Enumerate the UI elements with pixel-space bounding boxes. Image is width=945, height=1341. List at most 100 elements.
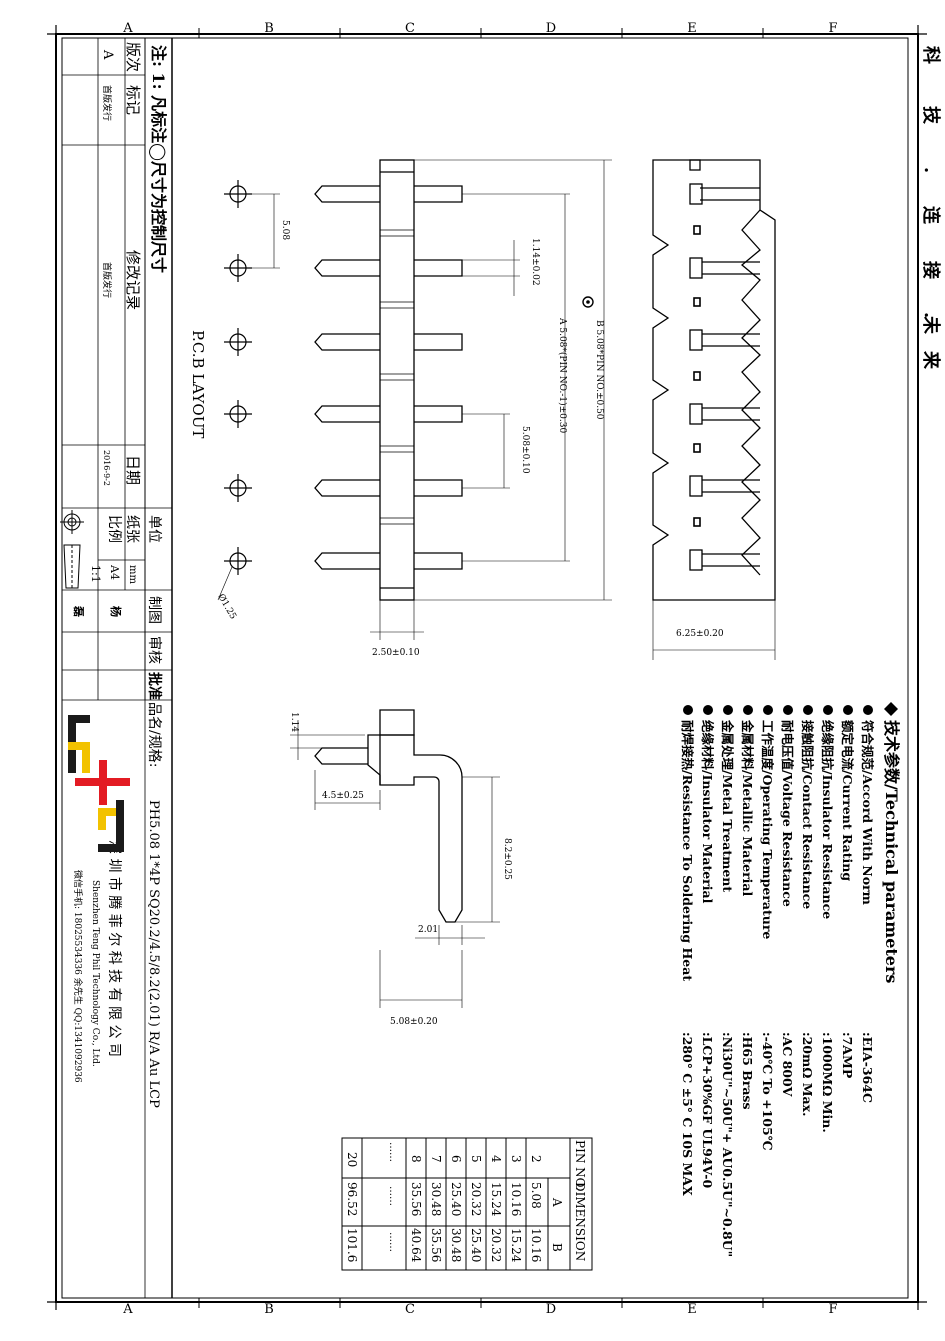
check-value: 磊 (72, 605, 85, 617)
zone-d-top: D (546, 21, 556, 36)
rev-version: A (100, 49, 115, 60)
dim-b-label: B 5.08*PIN NO.±0.50 (594, 320, 604, 420)
drawn-value: 杨 (109, 606, 123, 617)
rev-record: 首版发行 (101, 262, 113, 298)
zone-labels-top: A B C D E F (122, 21, 837, 36)
hole-dia-label: Ø1.25 (215, 592, 238, 621)
side-pin2-label: 2.01 (418, 925, 438, 935)
scale-value: 1:1 (89, 565, 102, 583)
paper-value: A4 (108, 564, 121, 580)
zone-b-top: B (264, 21, 274, 36)
side-view-text: 1.14 4.5±0.25 8.2±0.25 2.01 5.08±0.20 (289, 712, 512, 1027)
zone-f-top: F (828, 21, 837, 36)
dimension-table (341, 1137, 593, 1271)
table-col-b: B (550, 1243, 564, 1252)
zone-ticks (198, 28, 764, 1308)
tech-heading: 技术参数/Technical parameters (882, 720, 901, 983)
pcb-dims (217, 193, 280, 601)
tech-label: 额定电流/Current Rating (840, 720, 855, 881)
side-view (314, 709, 463, 923)
table-cell: 10.16 (529, 1228, 543, 1262)
table-cell: 30.48 (429, 1182, 443, 1216)
tech-label: 绝缘材料/Insulator Material (700, 720, 715, 904)
company-logo (68, 715, 130, 852)
tech-value: :280° C ±5° C 10S MAX (680, 1032, 695, 1196)
table-cell: 4 (489, 1155, 503, 1163)
tech-label: 绝缘阻抗/Insulator Resistance (820, 720, 835, 919)
zone-d-bottom: D (546, 1302, 556, 1317)
company-en: Shenzhen Teng Phil Technology Co., Ltd. (90, 880, 100, 1067)
rev-header-date: 日期 (124, 455, 142, 485)
zone-e-bottom: E (687, 1302, 697, 1317)
table-cell: 25.40 (449, 1182, 463, 1216)
slogan-char: 来 (920, 350, 941, 370)
table-header: DIMENSION (573, 1182, 587, 1261)
housing-depth-label: 6.25±0.20 (676, 629, 724, 639)
tech-label: 接触阻抗/Contact Resistance (800, 720, 815, 909)
contact-text: 微信手机: 18025534336 余先生 QQ:1341092936 (72, 870, 84, 1083)
slogan-char: 科 (920, 46, 942, 64)
tech-label: 符合规范/Accord With Norm (860, 720, 875, 905)
tech-value: :7AMP (840, 1032, 855, 1079)
table-cell: 35.56 (409, 1182, 423, 1216)
zone-e-top: E (687, 21, 697, 36)
table-cell: 35.56 (429, 1228, 443, 1262)
table-cell: 96.52 (345, 1182, 359, 1216)
table-cell: 6 (449, 1155, 463, 1163)
tech-value: :LCP+30%GF UL94V-0 (700, 1032, 715, 1188)
pcb-layout (224, 180, 252, 575)
company-cn: 深 圳 市 腾 菲 尔 科 技 有 限 公 司 (106, 840, 123, 1057)
pin-width-label: 1.14±0.02 (530, 238, 540, 286)
tech-value: :EIA-364C (860, 1032, 875, 1103)
zone-b-bottom: B (264, 1302, 274, 1317)
top-view (314, 159, 463, 601)
tech-label: 工作温度/Operating Temperature (760, 720, 775, 939)
projection-symbol (60, 510, 84, 589)
body-depth-label: 2.50±0.10 (372, 648, 420, 658)
front-view-dims (652, 600, 776, 660)
tech-value: :1000MΩ Min. (820, 1032, 835, 1133)
slogan-char: . (920, 312, 941, 318)
table-col-a: A (550, 1197, 564, 1207)
table-cell: 10.16 (509, 1182, 523, 1216)
tech-value: :H65 Brass (740, 1032, 755, 1110)
pcb-layout-label: P.C.B LAYOUT (189, 330, 207, 438)
title-block-text: 注: 1: 凡标注◯尺寸为控制尺寸 版次 标记 修改记录 日期 A 首版发行 首… (72, 42, 168, 1108)
approve-label: 批准 (146, 672, 163, 700)
table-cell: 20 (345, 1152, 359, 1167)
top-view-dim-text: B 5.08*PIN NO.±0.50 A 5.08*(PIN NO.-1)±0… (372, 238, 604, 658)
slogan-char: 接 (920, 261, 942, 279)
table-cell: 25.40 (469, 1228, 483, 1262)
tech-value: :20mΩ Max. (800, 1032, 815, 1116)
pcb-pitch-label: 5.08 (280, 220, 290, 240)
scale-label: 比例 (106, 515, 122, 543)
tech-params: 技术参数/Technical parameters 符合规范/Accord Wi… (680, 702, 901, 1257)
table-cell: …… (387, 1142, 398, 1162)
table-cell: 30.48 (449, 1228, 463, 1262)
corner-marks (47, 25, 927, 1310)
rev-header-mark: 标记 (124, 85, 142, 115)
dim-a-label: A 5.08*(PIN NO.-1)±0.30 (557, 317, 568, 433)
tech-value: :Ni30U"~50U"+ AU0.5U"~0.8U" (720, 1032, 735, 1257)
unit-value: mm (127, 565, 138, 584)
zone-f-bottom: F (828, 1302, 837, 1317)
paper-label: 纸张 (124, 515, 140, 543)
tech-label: 金属材料/Metallic Material (740, 719, 755, 897)
table-cell: 5.08 (529, 1182, 543, 1209)
zone-c-bottom: C (405, 1302, 415, 1317)
slogan-char: . (920, 167, 941, 173)
zone-c-top: C (405, 21, 415, 36)
sheet-inner-border (61, 37, 909, 1299)
check-label: 审核 (146, 636, 162, 664)
table-cell: 5 (469, 1155, 483, 1163)
tech-value: :AC 800V (780, 1032, 795, 1097)
part-label: 品名/规格: (146, 702, 162, 767)
rev-header-record: 修改记录 (124, 250, 142, 310)
top-view-dims (370, 159, 612, 640)
front-view (652, 159, 776, 601)
sheet-border (55, 33, 919, 1303)
zone-labels-bottom: A B C D E F (122, 1302, 837, 1317)
table-cell: 20.32 (469, 1182, 483, 1216)
rev-header-version: 版次 (124, 42, 142, 72)
